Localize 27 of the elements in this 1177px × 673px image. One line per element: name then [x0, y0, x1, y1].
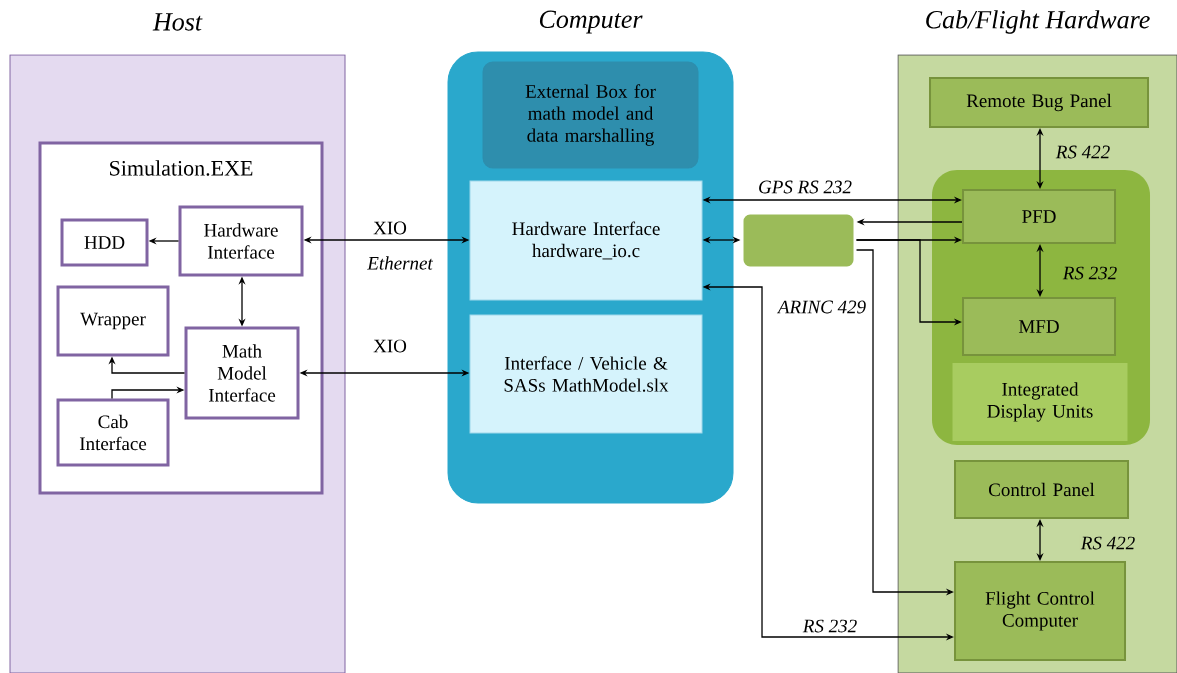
edge-label: ARINC 429	[776, 299, 868, 315]
edge-label: XIO	[371, 338, 409, 354]
connection-label: Ethernet	[367, 256, 434, 270]
component-box: Hardware Interface	[178, 205, 304, 277]
label-band: Integrated Display Units	[952, 363, 1128, 441]
module-box: Hardware Interface hardware_io.c	[469, 180, 703, 301]
device-box: MFD	[962, 297, 1116, 356]
device-box: Remote Bug Panel	[929, 77, 1149, 128]
device-box: Control Panel	[954, 460, 1129, 519]
module-box: External Box for math model and data marshalling	[482, 61, 699, 169]
component-box: Cab Interface	[56, 398, 170, 467]
edge-label: RS 422	[1054, 144, 1112, 160]
panel-title: Host	[152, 13, 203, 31]
panel-title: Cab/Flight Hardware	[926, 10, 1150, 34]
edge-label: GPS RS 232	[756, 179, 854, 195]
component-box: HDD	[60, 218, 149, 267]
edge-label: XIO	[371, 220, 409, 236]
edge-label: RS 422	[1079, 535, 1137, 551]
component-box: Wrapper	[56, 285, 170, 357]
device-box: Flight Control Computer	[954, 561, 1126, 661]
device-box: PFD	[962, 189, 1116, 244]
panel-title: Computer	[539, 10, 643, 34]
component-box: Math Model Interface	[184, 326, 300, 420]
module-box: Interface / Vehicle & SASs MathModel.slx	[469, 314, 703, 434]
interface-box	[740, 211, 857, 270]
edge-label: RS 232	[1061, 265, 1119, 281]
edge-label: RS 232	[801, 618, 859, 634]
